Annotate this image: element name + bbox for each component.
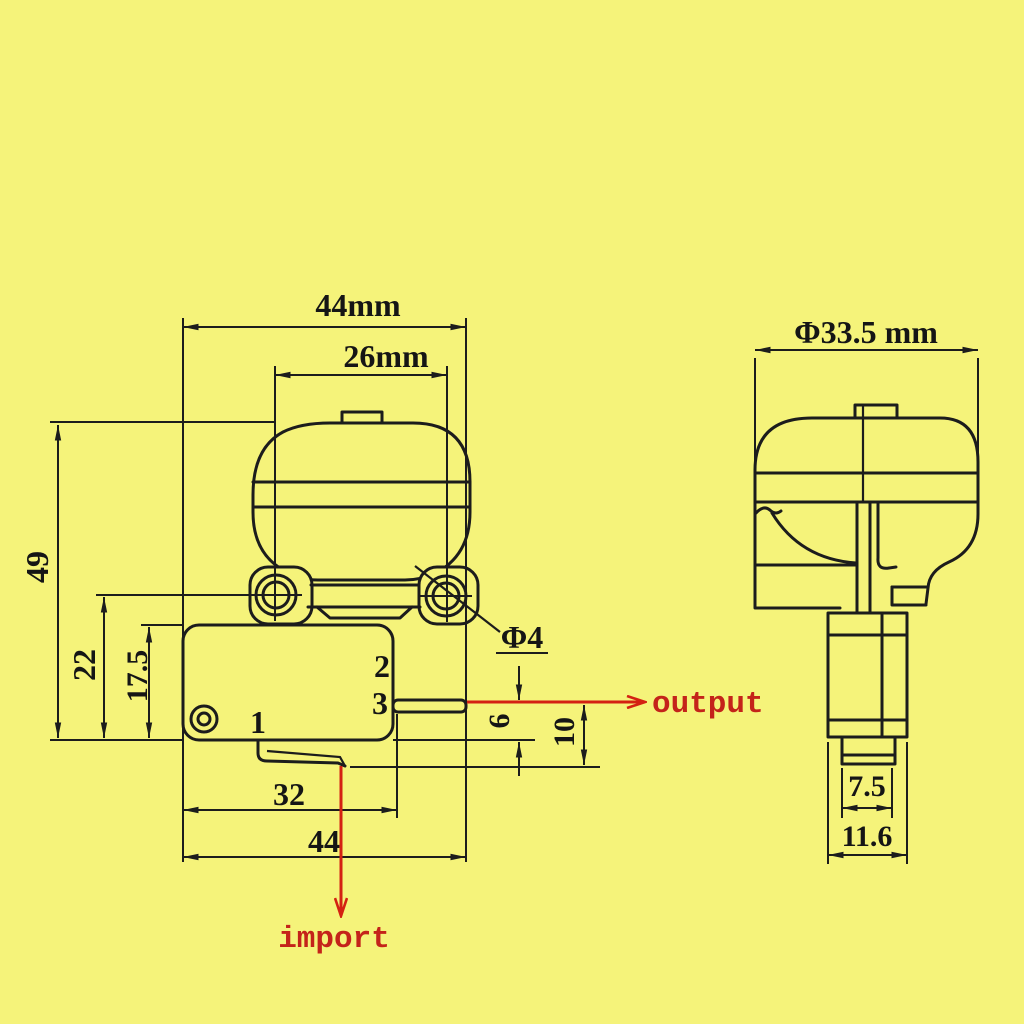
float-top-tab <box>340 410 384 425</box>
side-stem <box>826 611 909 739</box>
dim-32-label: 32 <box>273 776 305 812</box>
dim-26mm-label: 26mm <box>343 338 429 374</box>
dim-phi4-label: Φ4 <box>501 619 544 655</box>
terminal-bottom-blade-edge <box>266 749 346 767</box>
terminal-2-label: 2 <box>374 648 390 684</box>
import-label: import <box>278 922 390 957</box>
side-bracket-arc <box>770 511 858 565</box>
body-hole-outer <box>189 704 219 734</box>
output-label: output <box>652 687 764 722</box>
dim-44-bottom-label: 44 <box>308 823 340 859</box>
body-hole-inner <box>196 711 212 727</box>
dimension-lines <box>50 318 979 864</box>
dim-6-label: 6 <box>483 714 516 729</box>
dim-11-6-label: 11.6 <box>842 820 893 853</box>
front-view <box>181 410 480 768</box>
dim-phi33-5-label: Φ33.5 mm <box>794 314 938 350</box>
side-right-rib <box>876 500 898 570</box>
side-right-edge <box>924 500 980 606</box>
switch-body <box>181 623 395 742</box>
side-dome-outline <box>753 416 980 504</box>
terminal-bottom-blade <box>256 738 347 768</box>
terminal-3-label: 3 <box>372 685 388 721</box>
terminal-1-label: 1 <box>250 704 266 740</box>
side-view <box>753 403 980 766</box>
terminal-3-blade <box>391 698 468 714</box>
side-nozzle <box>840 735 897 766</box>
phi4-leader-line <box>414 565 501 633</box>
side-bracket-notch <box>754 506 783 515</box>
plunger <box>315 605 414 620</box>
float-cover-outline <box>251 421 472 582</box>
dim-22-label: 22 <box>66 649 102 681</box>
side-right-step-side <box>890 585 928 607</box>
red-annotations: output import <box>278 687 763 957</box>
side-top-tab <box>853 403 899 419</box>
dimension-labels: 44mm 26mm 49 22 17.5 Φ4 6 10 32 44 2 3 1… <box>19 287 938 859</box>
dim-49-label: 49 <box>19 551 55 583</box>
dim-10-label: 10 <box>548 717 581 747</box>
dim-7-5-label: 7.5 <box>848 770 886 803</box>
dim-17-5-label: 17.5 <box>121 650 154 703</box>
dim-44mm-top-label: 44mm <box>315 287 401 323</box>
side-bracket-left-edge <box>753 500 842 610</box>
